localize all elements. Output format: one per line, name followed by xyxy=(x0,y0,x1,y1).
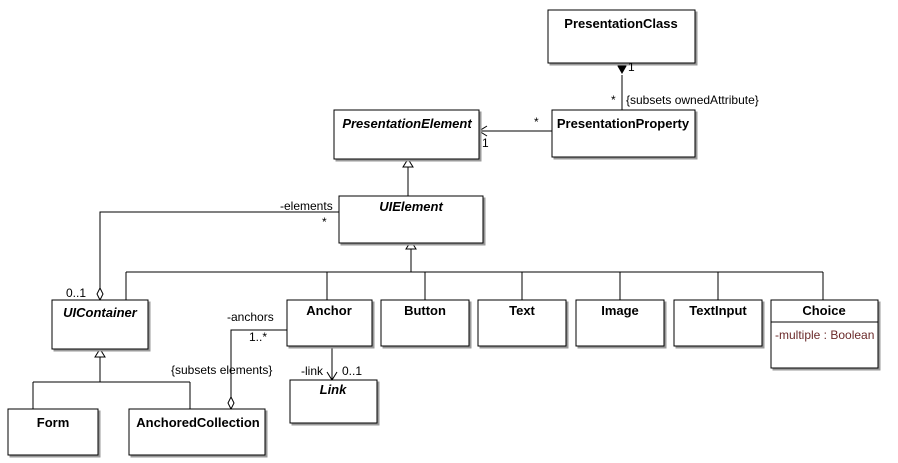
subsets-owned-attribute-constraint: {subsets ownedAttribute} xyxy=(626,93,759,107)
class-presentation-property[interactable]: PresentationProperty xyxy=(551,109,696,158)
class-name: PresentationProperty xyxy=(557,116,690,131)
association-labels: 1 * {subsets ownedAttribute} * 1 -elemen… xyxy=(66,60,759,378)
container-generalization-triangle xyxy=(94,348,106,358)
link-multiplicity: 0..1 xyxy=(342,364,362,378)
class-presentation-class[interactable]: PresentationClass xyxy=(547,9,696,64)
class-choice[interactable]: Choice -multiple : Boolean xyxy=(770,299,879,369)
attribute-multiple: -multiple : Boolean xyxy=(775,328,874,342)
elements-aggregation-diamond xyxy=(96,286,104,302)
class-text-input[interactable]: TextInput xyxy=(673,299,763,347)
class-ui-container[interactable]: UIContainer xyxy=(51,299,149,350)
class-name: UIElement xyxy=(379,199,443,214)
anchors-multiplicity: 1..* xyxy=(249,330,267,344)
subclass-generalization-triangle xyxy=(405,240,417,250)
class-link[interactable]: Link xyxy=(289,379,378,424)
class-presentation-element[interactable]: PresentationElement xyxy=(333,109,480,160)
presentation-property-multiplicity-top: * xyxy=(611,93,616,107)
class-name: Button xyxy=(404,303,446,318)
class-text[interactable]: Text xyxy=(477,299,567,347)
link-role-label: -link xyxy=(301,364,324,378)
class-image[interactable]: Image xyxy=(575,299,665,347)
class-name: UIContainer xyxy=(63,305,138,320)
class-name: Image xyxy=(601,303,639,318)
class-name: TextInput xyxy=(689,303,747,318)
presentation-element-multiplicity: 1 xyxy=(482,136,489,150)
anchors-role-label: -anchors xyxy=(227,310,274,324)
class-name: PresentationElement xyxy=(342,116,472,131)
container-multiplicity: 0..1 xyxy=(66,286,86,300)
presentation-class-multiplicity: 1 xyxy=(628,60,635,74)
class-form[interactable]: Form xyxy=(7,408,99,456)
class-anchored-collection[interactable]: AnchoredCollection xyxy=(128,408,266,456)
class-name: AnchoredCollection xyxy=(136,415,260,430)
subsets-elements-constraint: {subsets elements} xyxy=(171,363,272,377)
elements-role-label: -elements xyxy=(280,199,333,213)
class-name: Form xyxy=(37,415,70,430)
class-button[interactable]: Button xyxy=(380,299,470,347)
elements-multiplicity: * xyxy=(322,215,327,229)
class-name: Choice xyxy=(802,303,845,318)
uielement-generalization-triangle xyxy=(402,158,414,168)
class-name: PresentationClass xyxy=(564,16,677,31)
class-anchor[interactable]: Anchor xyxy=(286,299,373,347)
anchors-aggregation-line xyxy=(230,329,287,397)
elements-aggregation-line xyxy=(99,211,339,290)
class-name: Text xyxy=(509,303,535,318)
presentation-property-multiplicity-left: * xyxy=(534,115,539,129)
class-name: Link xyxy=(320,382,347,397)
class-name: Anchor xyxy=(306,303,352,318)
class-ui-element[interactable]: UIElement xyxy=(338,195,484,244)
anchors-aggregation-diamond xyxy=(227,395,235,411)
